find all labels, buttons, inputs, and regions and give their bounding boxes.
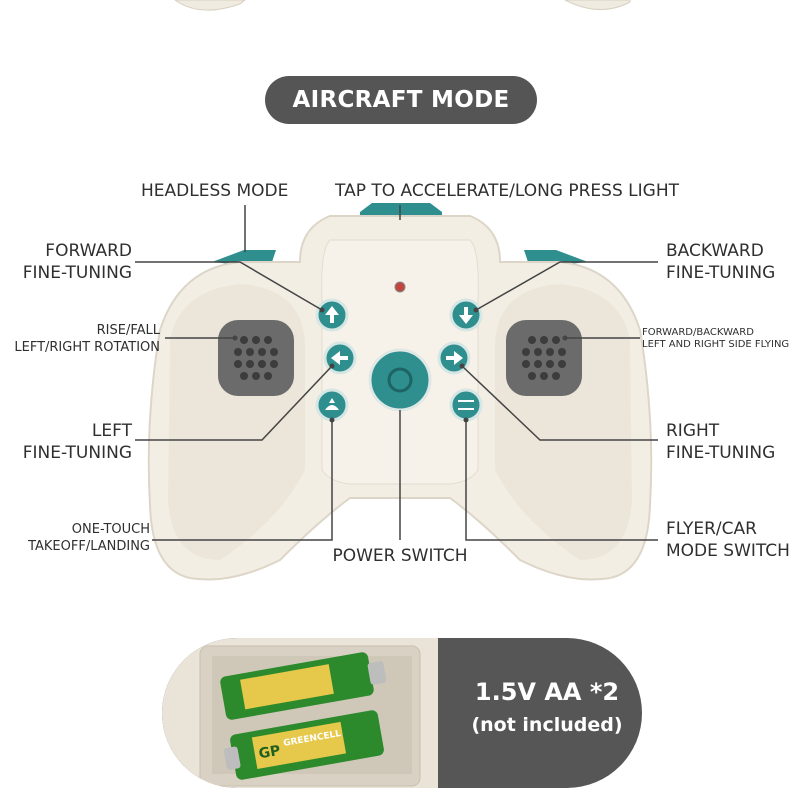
label-tap-accelerate: TAP TO ACCELERATE/LONG PRESS LIGHT: [335, 181, 679, 201]
battery-compartment-photo: GP GREENCELL: [162, 638, 438, 788]
left-joystick-grip-dots: [234, 336, 278, 380]
label-headless-mode: HEADLESS MODE: [141, 181, 289, 201]
label-one-touch-1: ONE-TOUCH: [71, 522, 150, 537]
label-fwd-bwd-1: FORWARD/BACKWARD: [642, 327, 754, 338]
arrow-left-icon: [331, 351, 348, 365]
label-power-switch: POWER SWITCH: [332, 546, 468, 566]
left-joystick[interactable]: [218, 320, 294, 396]
arrow-down-icon: [459, 307, 473, 324]
takeoff-icon: [325, 398, 339, 410]
power-switch-dial[interactable]: [368, 348, 432, 412]
battery-brand-logo: GP: [258, 743, 282, 763]
mode-switch-button[interactable]: [449, 388, 483, 422]
label-left-ft-2: FINE-TUNING: [22, 443, 132, 463]
power-icon: [387, 367, 413, 393]
label-right-ft-2: FINE-TUNING: [666, 443, 776, 463]
forward-trim-button[interactable]: [315, 298, 349, 332]
takeoff-landing-button[interactable]: [315, 388, 349, 422]
power-led: [394, 281, 406, 293]
arrow-right-icon: [446, 351, 463, 365]
battery-1: [220, 652, 387, 720]
battery-spec: 1.5V AA *2: [474, 678, 620, 706]
label-forward-ft-1: FORWARD: [45, 241, 132, 261]
label-mode-switch-2: MODE SWITCH: [666, 541, 790, 561]
label-fwd-bwd-2: LEFT AND RIGHT SIDE FLYING: [642, 339, 790, 350]
label-rise-fall-1: RISE/FALL: [96, 323, 160, 338]
drone-car-icon: [458, 400, 474, 410]
leader-dots: [232, 307, 568, 423]
battery-2: GP GREENCELL: [223, 710, 384, 780]
label-backward-ft-2: FINE-TUNING: [666, 263, 776, 283]
leader-lines: [135, 205, 658, 541]
label-one-touch-2: TAKEOFF/LANDING: [28, 539, 150, 554]
label-right-ft-1: RIGHT: [666, 421, 720, 441]
backward-trim-button[interactable]: [449, 298, 483, 332]
right-joystick-grip-dots: [522, 336, 566, 380]
battery-panel: GP GREENCELL 1.5V AA *2 (not included): [162, 638, 642, 788]
label-rise-fall-2: LEFT/RIGHT ROTATION: [14, 340, 160, 355]
label-backward-ft-1: BACKWARD: [666, 241, 764, 261]
label-forward-ft-2: FINE-TUNING: [22, 263, 132, 283]
arrow-up-icon: [325, 306, 339, 323]
label-mode-switch-1: FLYER/CAR: [666, 519, 757, 539]
label-left-ft-1: LEFT: [91, 421, 132, 441]
mode-title: AIRCRAFT MODE: [265, 76, 537, 124]
top-arc-decoration: [174, 0, 631, 11]
controller-diagram: [135, 203, 658, 581]
right-joystick[interactable]: [506, 320, 582, 396]
battery-note: (not included): [471, 714, 623, 736]
